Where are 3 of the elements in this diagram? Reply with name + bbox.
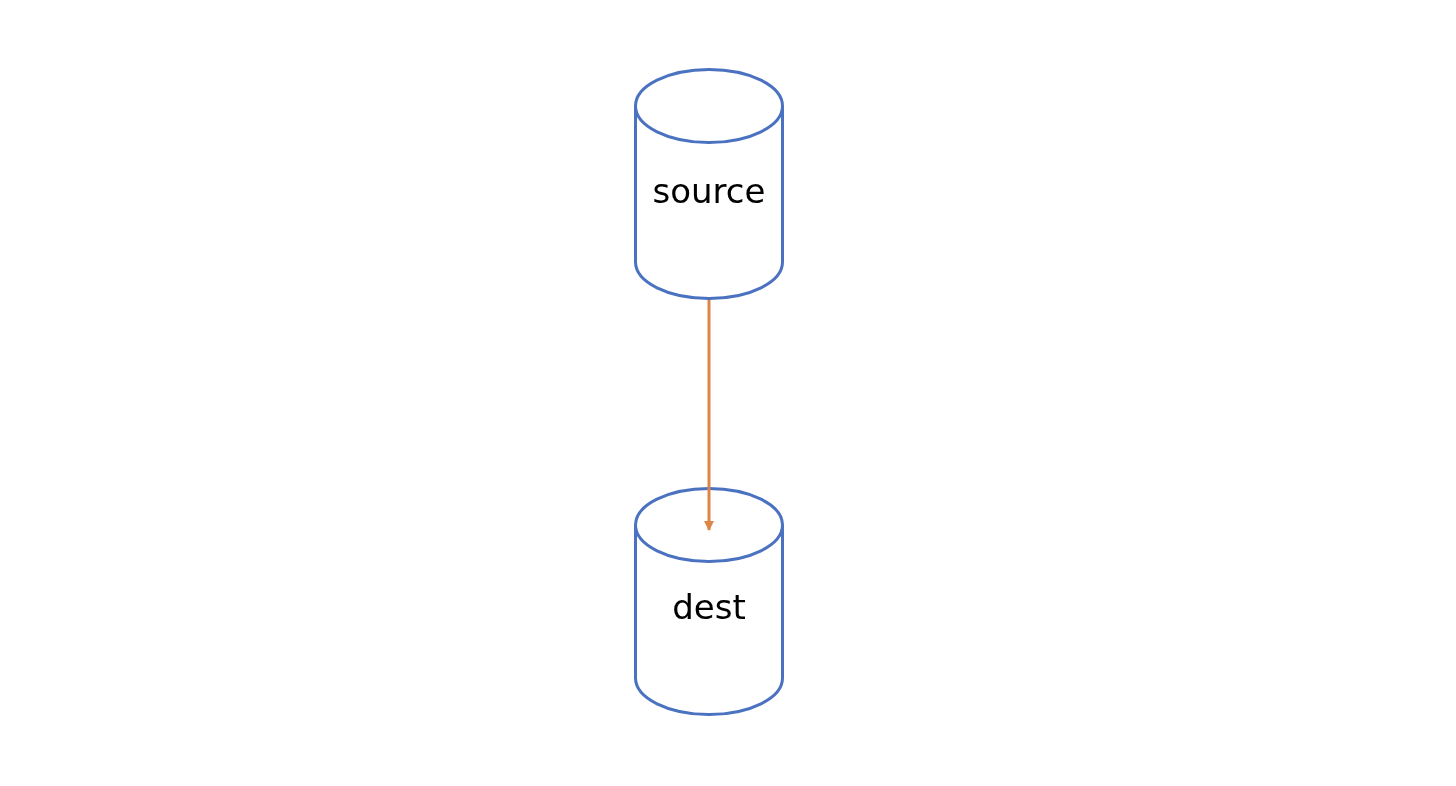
- arrow: [704, 300, 714, 531]
- node-label: source: [651, 171, 767, 211]
- node-label: dest: [671, 587, 747, 627]
